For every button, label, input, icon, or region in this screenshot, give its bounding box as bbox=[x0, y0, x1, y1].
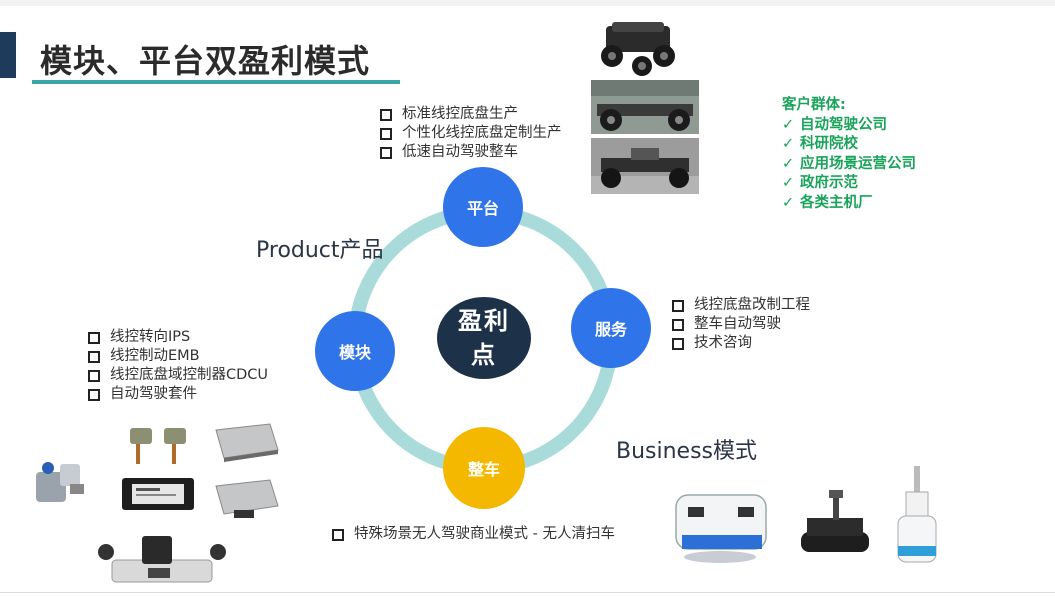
list-item: 技术咨询 bbox=[672, 334, 810, 353]
checkbox-icon bbox=[88, 332, 100, 344]
customer-list: 客户群体: ✓自动驾驶公司 ✓科研院校 ✓应用场景运营公司 ✓政府示范 ✓各类主… bbox=[782, 96, 916, 213]
check-icon: ✓ bbox=[782, 155, 800, 175]
checkbox-icon bbox=[380, 109, 392, 121]
bottom-divider bbox=[0, 592, 1055, 593]
chassis-photo-1 bbox=[598, 16, 678, 78]
checkbox-icon bbox=[88, 351, 100, 363]
node-platform: 平台 bbox=[443, 167, 523, 247]
node-service: 服务 bbox=[571, 288, 651, 368]
list-item: 整车自动驾驶 bbox=[672, 315, 810, 334]
list-item: ✓各类主机厂 bbox=[782, 194, 916, 214]
chassis-photo-3 bbox=[591, 138, 699, 194]
steering-module-photo bbox=[30, 456, 90, 512]
list-item: 自动驾驶套件 bbox=[88, 385, 268, 404]
module-list: 线控转向IPS 线控制动EMB 线控底盘域控制器CDCU 自动驾驶套件 bbox=[88, 328, 268, 404]
node-vehicle: 整车 bbox=[443, 427, 525, 509]
autonomous-kit-photo bbox=[92, 528, 232, 590]
check-icon: ✓ bbox=[782, 174, 800, 194]
controller-box-photo-2 bbox=[210, 476, 282, 520]
checkbox-icon bbox=[88, 389, 100, 401]
list-item: 线控底盘域控制器CDCU bbox=[88, 366, 268, 385]
list-item: ✓科研院校 bbox=[782, 135, 916, 155]
profit-center: 盈利 点 bbox=[437, 297, 531, 379]
product-label: Product产品 bbox=[256, 232, 384, 264]
disinfection-robot-photo bbox=[888, 462, 948, 568]
center-line-1: 盈利 bbox=[437, 304, 531, 338]
vehicle-list: 特殊场景无人驾驶商业模式 - 无人清扫车 bbox=[332, 525, 615, 544]
list-item: 特殊场景无人驾驶商业模式 - 无人清扫车 bbox=[332, 525, 615, 544]
list-item: 标准线控底盘生产 bbox=[380, 105, 562, 124]
node-module: 模块 bbox=[315, 311, 395, 391]
chassis-photo-2 bbox=[591, 80, 699, 134]
center-line-2: 点 bbox=[437, 338, 531, 372]
checkbox-icon bbox=[672, 338, 684, 350]
list-item: 线控转向IPS bbox=[88, 328, 268, 347]
checkbox-icon bbox=[672, 319, 684, 331]
business-label: Business模式 bbox=[616, 433, 757, 465]
checkbox-icon bbox=[380, 147, 392, 159]
list-item: ✓自动驾驶公司 bbox=[782, 116, 916, 136]
checkbox-icon bbox=[332, 529, 344, 541]
list-item: ✓应用场景运营公司 bbox=[782, 155, 916, 175]
tracked-robot-photo bbox=[795, 490, 875, 562]
list-item: 个性化线控底盘定制生产 bbox=[380, 124, 562, 143]
service-list: 线控底盘改制工程 整车自动驾驶 技术咨询 bbox=[672, 296, 810, 353]
checkbox-icon bbox=[380, 128, 392, 140]
controller-box-photo-1 bbox=[210, 422, 282, 462]
sweeper-robot-photo bbox=[668, 485, 773, 565]
list-item: 线控制动EMB bbox=[88, 347, 268, 366]
list-item: ✓政府示范 bbox=[782, 174, 916, 194]
check-icon: ✓ bbox=[782, 116, 800, 136]
check-icon: ✓ bbox=[782, 194, 800, 214]
checkbox-icon bbox=[88, 370, 100, 382]
platform-list: 标准线控底盘生产 个性化线控底盘定制生产 低速自动驾驶整车 bbox=[380, 105, 562, 162]
check-icon: ✓ bbox=[782, 135, 800, 155]
customer-heading: 客户群体: bbox=[782, 96, 916, 116]
checkbox-icon bbox=[672, 300, 684, 312]
list-item: 低速自动驾驶整车 bbox=[380, 143, 562, 162]
list-item: 线控底盘改制工程 bbox=[672, 296, 810, 315]
brake-actuator-photo bbox=[124, 422, 196, 468]
domain-controller-photo bbox=[118, 470, 198, 516]
